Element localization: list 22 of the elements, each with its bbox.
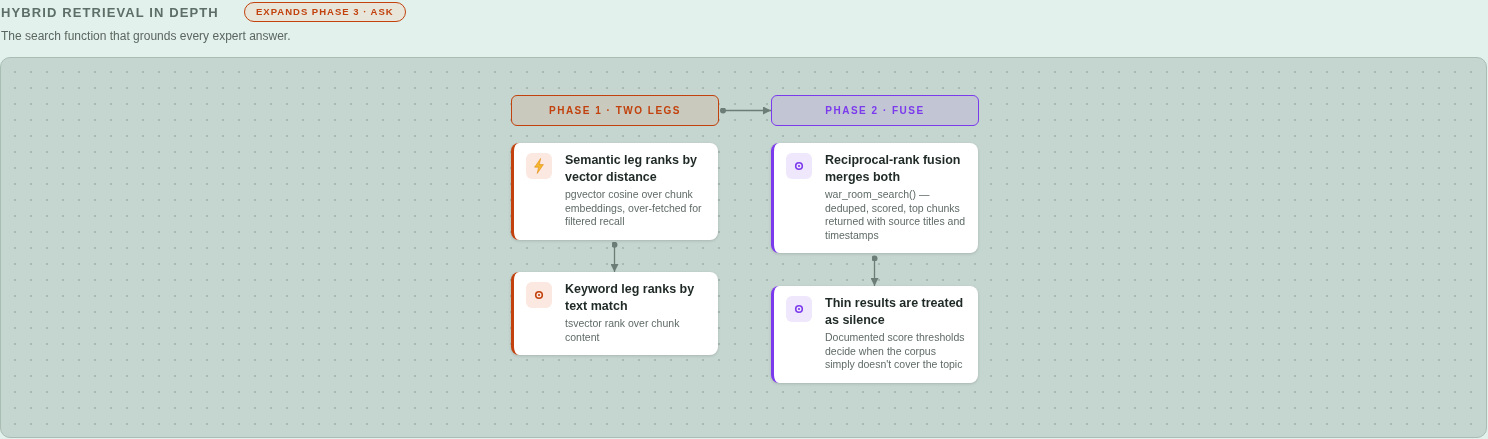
phase-title: PHASE 2 · FUSE [825, 105, 925, 116]
step-card [511, 143, 718, 240]
connector-arrow [610, 241, 619, 273]
card-description: tsvector rank over chunk content [565, 317, 681, 345]
card-title: Semantic leg ranks by vector distance [565, 152, 698, 185]
card-description: war_room_search() — deduped, scored, top chunks returned with source titles and timestamps [825, 188, 967, 243]
expansion-tag: EXPANDS PHASE 3 · ASK [244, 2, 406, 22]
card-description: pgvector cosine over chunk embeddings, over-fetched for filtered recall [565, 188, 703, 229]
diagram-title: HYBRID RETRIEVAL IN DEPTH [1, 5, 219, 20]
card-description: Documented score thresholds decide when the corpus simply doesn't cover the topic [825, 331, 966, 372]
connector-arrow [720, 106, 772, 115]
card-title: Keyword leg ranks by text match [565, 281, 696, 314]
card-title: Thin results are treated as silence [825, 295, 965, 328]
step-card [511, 272, 718, 356]
connector-arrow [870, 255, 879, 287]
step-card [771, 143, 978, 254]
phase-title: PHASE 1 · TWO LEGS [549, 105, 681, 116]
step-card [771, 286, 978, 383]
card-title: Reciprocal-rank fusion merges both [825, 152, 962, 185]
phase-header [511, 95, 719, 126]
subtitle: The search function that grounds every expert answer. [1, 29, 291, 43]
phase-header [771, 95, 979, 126]
